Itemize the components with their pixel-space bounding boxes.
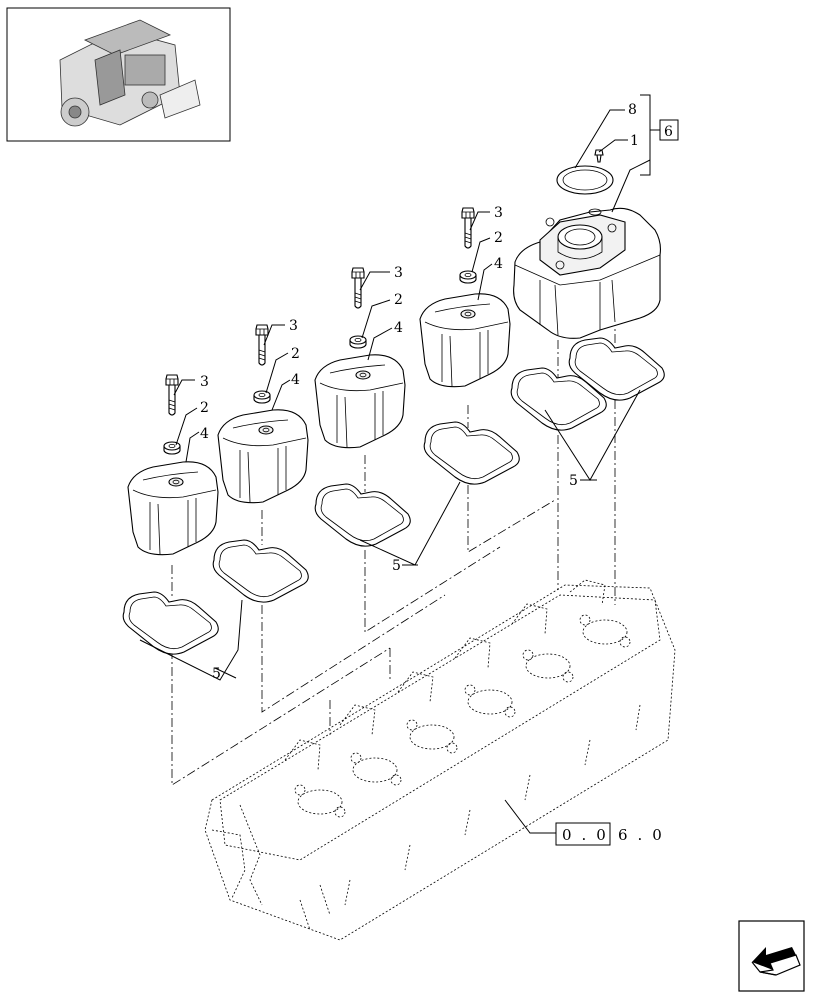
callout-6: 6 — [664, 124, 673, 140]
reference-code-box — [555, 822, 611, 846]
reference-code: 0.0 6.0 — [555, 822, 672, 846]
callout-4: 4 — [394, 320, 403, 336]
valve-cover-group-1 — [122, 374, 219, 655]
valve-cover-group-2 — [212, 324, 309, 603]
callout-3: 3 — [289, 318, 298, 334]
callout-5: 5 — [392, 558, 401, 574]
callout-2: 2 — [494, 230, 503, 246]
callout-6-box — [659, 119, 679, 141]
callout-2: 2 — [200, 400, 209, 416]
reference-code-suffix: 6.0 — [618, 826, 672, 844]
callout-5: 5 — [569, 473, 578, 489]
alignment-lines — [171, 300, 616, 786]
callout-8: 8 — [628, 102, 637, 118]
callout-3: 3 — [394, 265, 403, 281]
callout-2: 2 — [394, 292, 403, 308]
callout-1: 1 — [630, 133, 639, 149]
cylinder-head-illustration — [204, 579, 676, 941]
callout-2: 2 — [291, 346, 300, 362]
callout-4: 4 — [291, 372, 300, 388]
callout-4: 4 — [200, 426, 209, 442]
back-arrow-icon[interactable] — [738, 920, 805, 992]
callout-4: 4 — [494, 256, 503, 272]
callout-5: 5 — [212, 666, 221, 682]
valve-cover-group-large — [510, 149, 665, 431]
reference-code-prefix: 0.0 — [562, 826, 616, 844]
valve-cover-group-4 — [419, 207, 520, 485]
callout-leaders — [139, 94, 660, 834]
engine-thumbnail-icon — [6, 7, 231, 142]
callout-3: 3 — [200, 374, 209, 390]
callout-3: 3 — [494, 205, 503, 221]
valve-cover-group-3 — [314, 267, 411, 547]
callout-labels: 3 2 4 3 2 4 3 2 4 3 2 4 5 5 5 8 1 6 — [200, 102, 679, 682]
